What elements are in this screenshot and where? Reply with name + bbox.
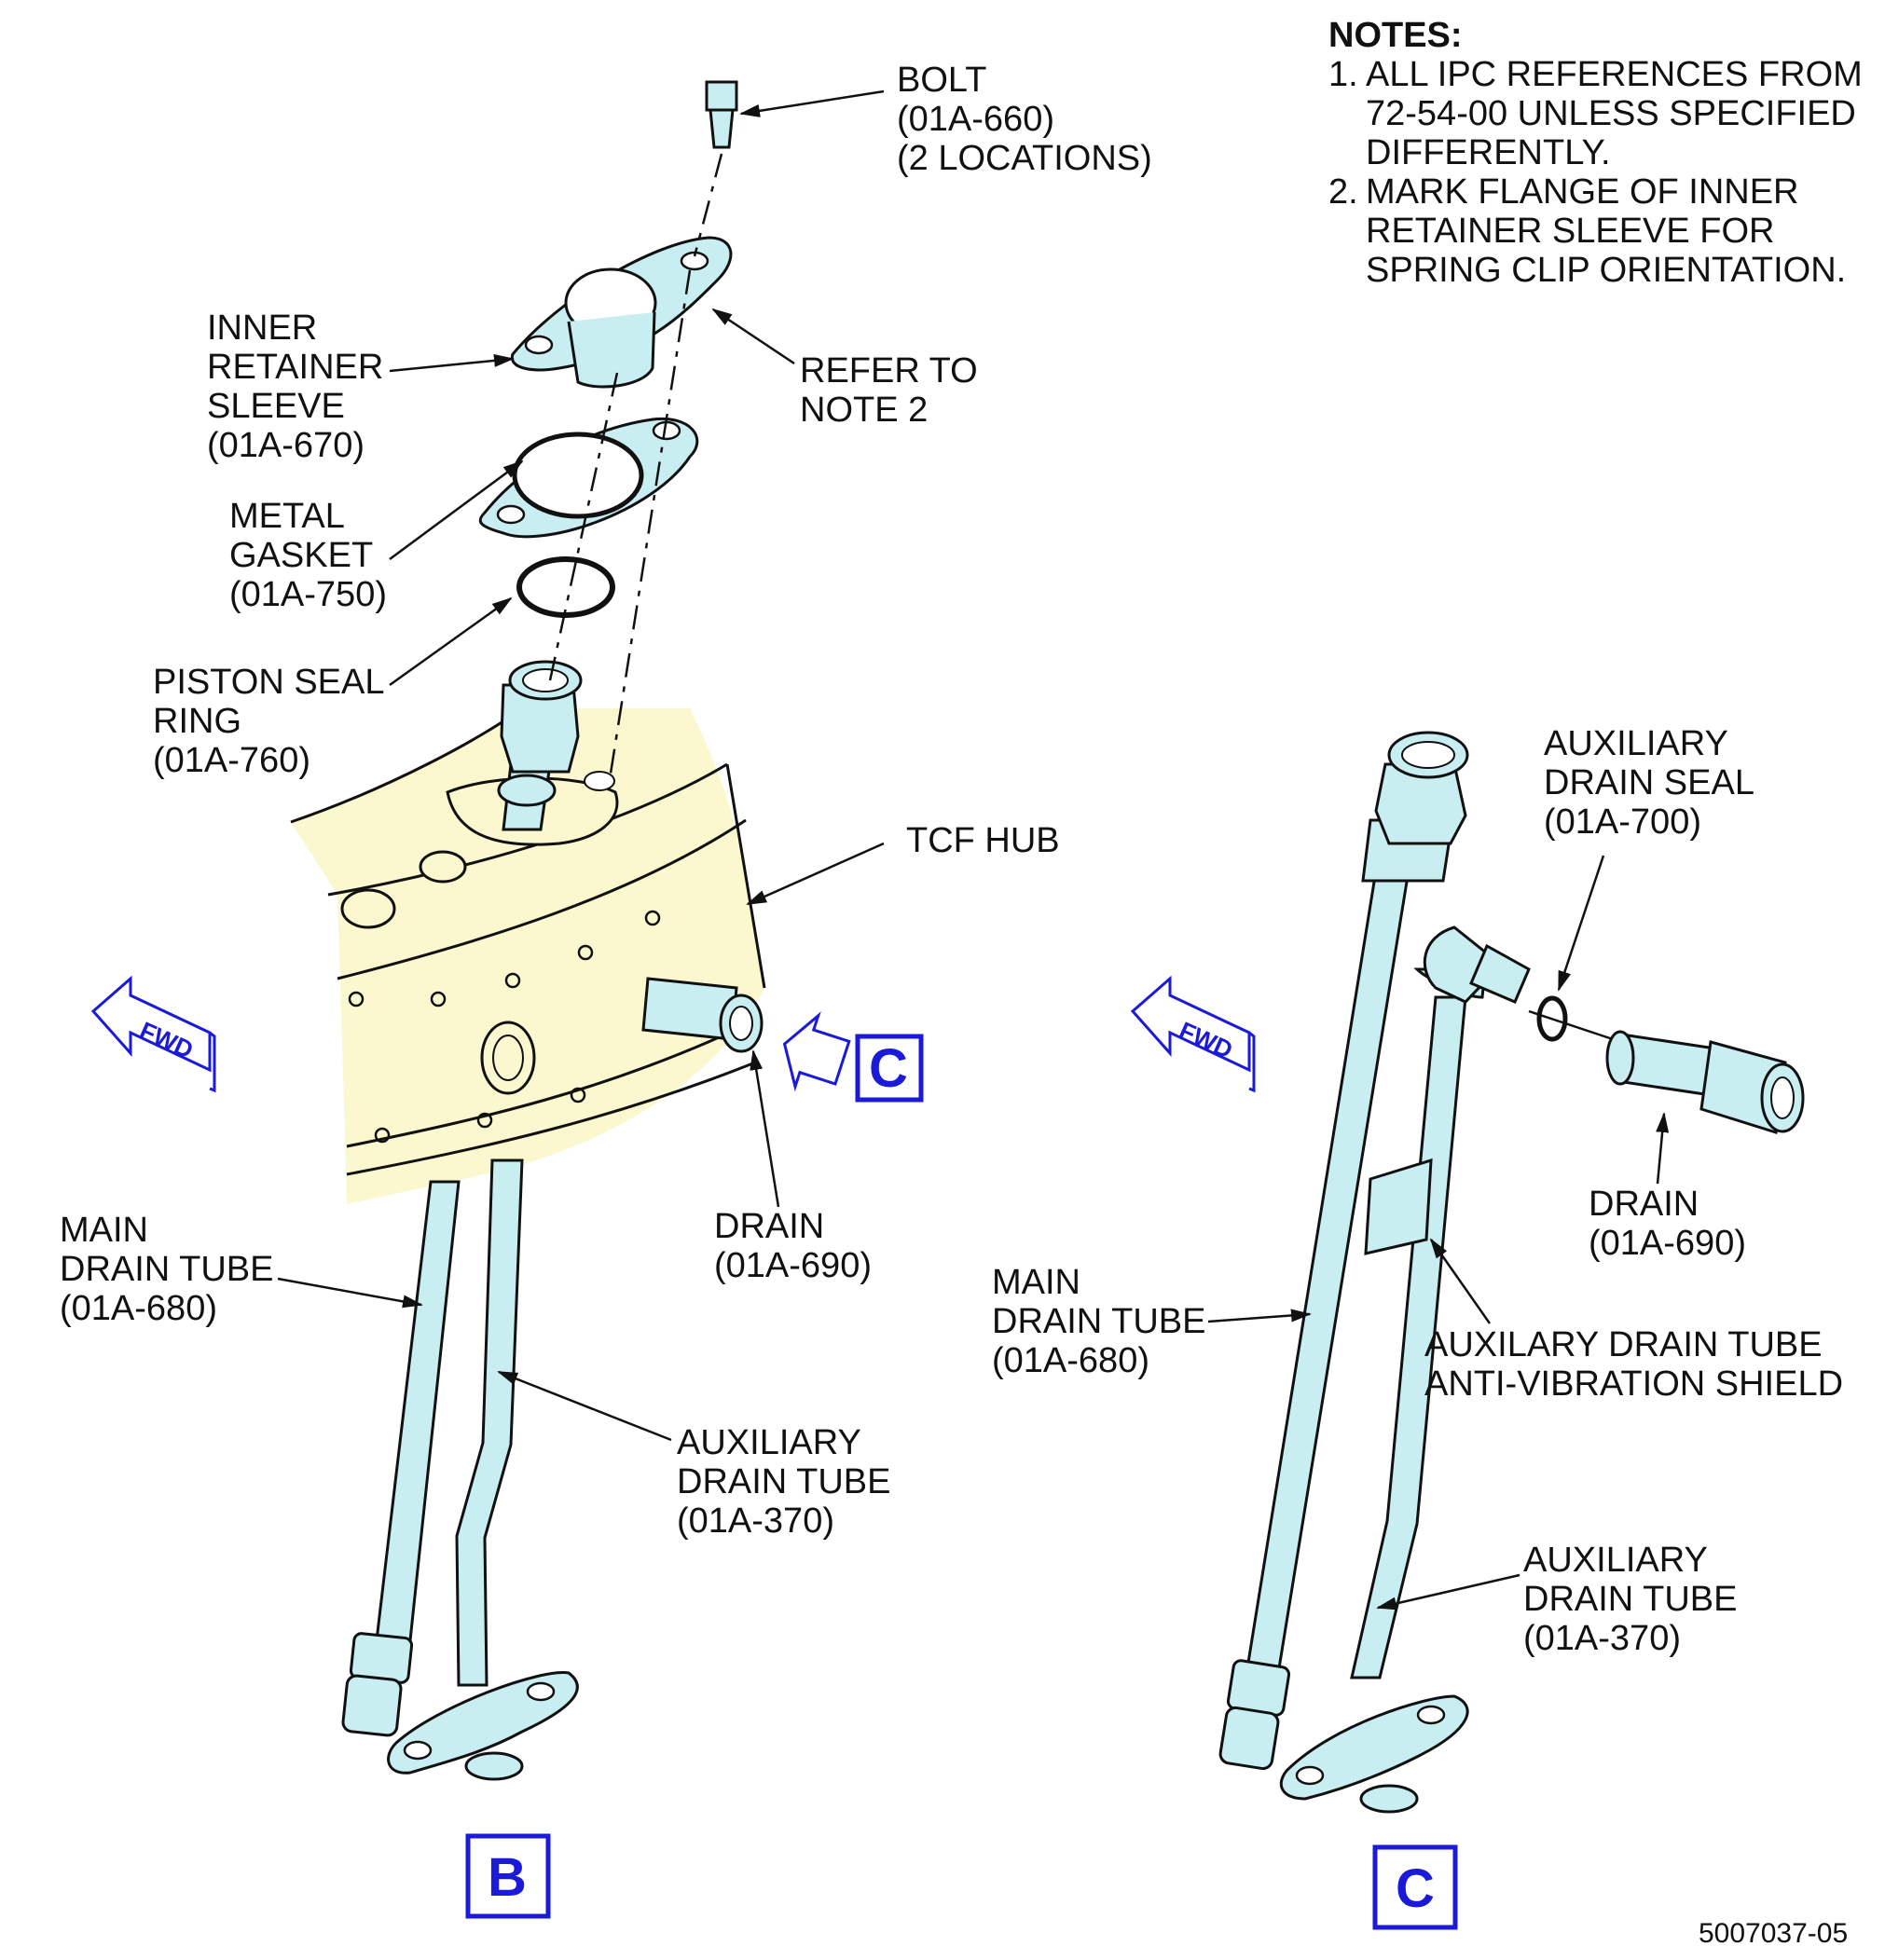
- aux-tube-c-part-number: (01A-370): [1523, 1619, 1681, 1658]
- drain-c-part-number: (01A-690): [1589, 1224, 1746, 1263]
- main-tube-b-part-number: (01A-680): [60, 1289, 217, 1328]
- view-b-leaders: [277, 89, 885, 1442]
- tcf-hub-drawing: [290, 706, 766, 1204]
- seal-ring-part-number: (01A-760): [153, 741, 310, 780]
- callout-drain-c: DRAIN (01A-690): [1589, 1185, 1746, 1263]
- bolt: [705, 80, 738, 149]
- seal-ring-label-2: RING: [153, 702, 241, 741]
- main-tube-b-label-2: DRAIN TUBE: [60, 1250, 273, 1289]
- note-1-number: 1.: [1328, 55, 1358, 94]
- callout-main-drain-tube-b: MAIN DRAIN TUBE (01A-680): [60, 1211, 273, 1328]
- view-b-label: B: [465, 1833, 551, 1919]
- callout-tcf-hub: TCF HUB: [906, 821, 1060, 860]
- drain-fitting-b: [641, 977, 764, 1053]
- main-tube-b-label-1: MAIN: [60, 1211, 148, 1250]
- refer-note-line-1: REFER TO: [800, 351, 978, 391]
- aux-seal-part-number: (01A-700): [1544, 802, 1701, 842]
- aux-seal-label-1: AUXILIARY: [1544, 724, 1728, 763]
- piston-seal-ring: [516, 556, 615, 618]
- view-c-reference-letter: C: [869, 1038, 908, 1099]
- callout-drain-b: DRAIN (01A-690): [714, 1207, 872, 1285]
- assembly-centerlines: [548, 153, 723, 774]
- bolt-part-number: (01A-660): [897, 100, 1054, 139]
- figure-id: 5007037-05: [1699, 1918, 1848, 1949]
- auxiliary-drain-seal: [1536, 995, 1568, 1042]
- seal-ring-label-1: PISTON SEAL: [153, 663, 385, 702]
- main-tube-c-label-2: DRAIN TUBE: [992, 1302, 1205, 1341]
- callout-auxiliary-drain-seal: AUXILIARY DRAIN SEAL (01A-700): [1544, 724, 1754, 842]
- drain-b-label: DRAIN: [714, 1207, 824, 1246]
- gasket-label-2: GASKET: [229, 536, 373, 575]
- gasket-label-1: METAL: [229, 497, 345, 536]
- callout-anti-vibration-shield: AUXILARY DRAIN TUBE ANTI-VIBRATION SHIEL…: [1424, 1325, 1843, 1404]
- drain-fitting-c: [1605, 1030, 1805, 1134]
- note-2-number: 2.: [1328, 172, 1358, 212]
- hub-fitting-b: [497, 660, 583, 831]
- seal-centerline: [1528, 1009, 1614, 1041]
- sleeve-label-2: RETAINER: [207, 348, 383, 387]
- callout-inner-retainer-sleeve: INNER RETAINER SLEEVE (01A-670): [207, 308, 383, 465]
- main-drain-tube-b: [341, 1180, 461, 1737]
- fwd-direction-arrow-c: FWD: [1130, 975, 1256, 1093]
- callout-refer-note-2: REFER TO NOTE 2: [800, 351, 978, 430]
- auxiliary-drain-tube-c: [1279, 925, 1531, 1814]
- note-1-line-2: 72-54-00 UNLESS SPECIFIED: [1366, 94, 1856, 133]
- note-1-line-3: DIFFERENTLY.: [1366, 133, 1611, 172]
- metal-gasket: [478, 417, 699, 539]
- drain-c-label: DRAIN: [1589, 1185, 1699, 1224]
- callout-auxiliary-drain-tube-c: AUXILIARY DRAIN TUBE (01A-370): [1523, 1541, 1737, 1658]
- shield-label-1: AUXILARY DRAIN TUBE: [1424, 1325, 1823, 1364]
- tcf-hub-label: TCF HUB: [906, 821, 1060, 860]
- bolt-label: BOLT: [897, 61, 986, 100]
- aux-seal-label-2: DRAIN SEAL: [1544, 763, 1754, 802]
- refer-note-line-2: NOTE 2: [800, 391, 928, 430]
- view-c-pointer: C: [782, 1011, 924, 1103]
- note-1-line-1: ALL IPC REFERENCES FROM: [1366, 55, 1863, 94]
- gasket-part-number: (01A-750): [229, 575, 387, 614]
- sleeve-label-1: INNER: [207, 308, 317, 348]
- callout-auxiliary-drain-tube-b: AUXILIARY DRAIN TUBE (01A-370): [677, 1423, 890, 1541]
- main-drain-tube-c: [1218, 731, 1469, 1771]
- main-tube-c-part-number: (01A-680): [992, 1341, 1149, 1380]
- callout-piston-seal-ring: PISTON SEAL RING (01A-760): [153, 663, 385, 780]
- notes-block: NOTES: 1. ALL IPC REFERENCES FROM 72-54-…: [1328, 16, 1863, 290]
- callout-main-drain-tube-c: MAIN DRAIN TUBE (01A-680): [992, 1263, 1205, 1380]
- aux-tube-b-part-number: (01A-370): [677, 1501, 834, 1541]
- aux-tube-b-label-2: DRAIN TUBE: [677, 1462, 890, 1501]
- callout-metal-gasket: METAL GASKET (01A-750): [229, 497, 387, 614]
- sleeve-part-number: (01A-670): [207, 426, 365, 465]
- aux-tube-b-label-1: AUXILIARY: [677, 1423, 861, 1462]
- fwd-direction-arrow-b: FWD: [90, 975, 216, 1093]
- note-2-line-3: SPRING CLIP ORIENTATION.: [1366, 251, 1846, 290]
- view-b-letter: B: [488, 1847, 527, 1908]
- sleeve-label-3: SLEEVE: [207, 387, 345, 426]
- note-2-line-2: RETAINER SLEEVE FOR: [1366, 212, 1775, 251]
- drain-b-part-number: (01A-690): [714, 1246, 872, 1285]
- note-2-line-1: MARK FLANGE OF INNER: [1366, 172, 1799, 212]
- aux-tube-c-label-1: AUXILIARY: [1523, 1541, 1708, 1580]
- view-c-leaders: [1207, 855, 1670, 1610]
- main-tube-c-label-1: MAIN: [992, 1263, 1080, 1302]
- bolt-quantity: (2 LOCATIONS): [897, 139, 1152, 178]
- aux-tube-c-label-2: DRAIN TUBE: [1523, 1580, 1737, 1619]
- inner-retainer-sleeve: [510, 236, 733, 389]
- anti-vibration-shield: [1364, 1158, 1433, 1255]
- view-c-letter: C: [1396, 1858, 1435, 1919]
- view-c-label: C: [1372, 1844, 1458, 1930]
- shield-label-2: ANTI-VIBRATION SHIELD: [1424, 1364, 1843, 1404]
- callout-bolt: BOLT (01A-660) (2 LOCATIONS): [897, 61, 1152, 178]
- auxiliary-drain-tube-b: [387, 1158, 579, 1781]
- notes-title: NOTES:: [1328, 16, 1463, 55]
- view-b: BOLT (01A-660) (2 LOCATIONS) INNER RETAI…: [60, 61, 1152, 1919]
- view-c: AUXILIARY DRAIN SEAL (01A-700) DRAIN (01…: [992, 724, 1843, 1930]
